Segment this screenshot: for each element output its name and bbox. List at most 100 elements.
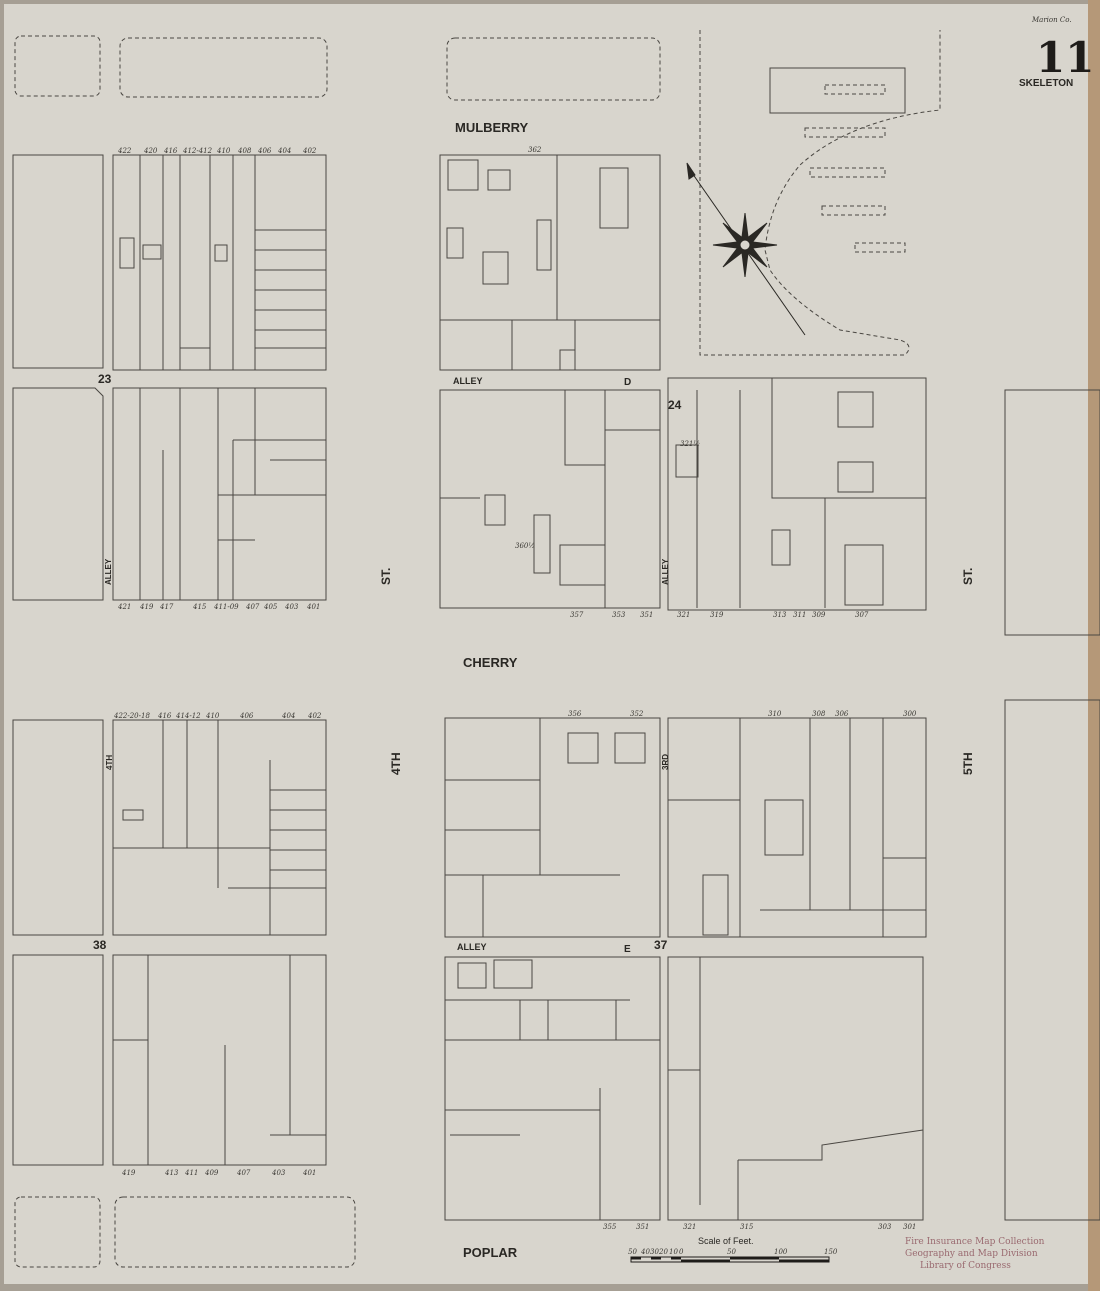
sheet-number: 11 [1036, 33, 1094, 82]
county-note: Marion Co. [1031, 16, 1072, 24]
svg-text:321: 321 [677, 611, 690, 619]
sheet-title: SKELETON [1019, 78, 1073, 89]
svg-text:357: 357 [570, 611, 584, 619]
svg-text:414-12: 414-12 [175, 712, 201, 720]
svg-text:406: 406 [257, 147, 272, 155]
svg-text:311: 311 [793, 611, 806, 619]
svg-text:413: 413 [164, 1169, 179, 1177]
alley-letter-d: D [624, 377, 631, 388]
svg-text:407: 407 [245, 603, 260, 611]
block-far-right-south [1004, 699, 1100, 1221]
street-mulberry: MULBERRY [455, 120, 529, 135]
block-24-right [667, 377, 927, 611]
block-23 [12, 387, 327, 601]
alley-label: ALLEY [457, 942, 487, 952]
block-cherry-right [667, 717, 927, 938]
svg-text:410: 410 [216, 147, 231, 155]
street-5th: 5TH [961, 752, 975, 775]
block-37-left [444, 956, 661, 1221]
street-5th-st: ST. [961, 568, 975, 585]
svg-text:422: 422 [117, 147, 132, 155]
ruler-edge [1088, 0, 1100, 1291]
svg-text:415: 415 [192, 603, 207, 611]
partial-block [446, 37, 661, 101]
block-38 [12, 954, 327, 1166]
svg-text:402: 402 [302, 147, 317, 155]
svg-text:405: 405 [263, 603, 278, 611]
svg-text:422-20-18: 422-20-18 [113, 712, 150, 720]
svg-text:100: 100 [774, 1248, 788, 1256]
partial-block [119, 37, 328, 98]
library-stamp: Fire Insurance Map Collection Geography … [905, 1237, 1045, 1271]
svg-text:30: 30 [650, 1248, 659, 1256]
svg-text:309: 309 [812, 611, 826, 619]
svg-text:150: 150 [824, 1248, 838, 1256]
svg-text:307: 307 [855, 611, 869, 619]
svg-text:419: 419 [139, 603, 154, 611]
svg-text:353: 353 [612, 611, 626, 619]
svg-text:417: 417 [159, 603, 174, 611]
park-area [699, 30, 941, 356]
svg-text:409: 409 [204, 1169, 219, 1177]
svg-text:Library of Congress: Library of Congress [920, 1261, 1011, 1271]
svg-text:408: 408 [237, 147, 252, 155]
compass-rose-icon [686, 162, 806, 336]
svg-text:412-412: 412-412 [182, 147, 213, 155]
svg-text:315: 315 [740, 1223, 754, 1231]
svg-text:Fire Insurance Map Collection: Fire Insurance Map Collection [905, 1237, 1045, 1247]
alley-label: ALLEY [661, 558, 670, 585]
svg-text:403: 403 [271, 1169, 286, 1177]
svg-text:406: 406 [239, 712, 254, 720]
street-poplar: POPLAR [463, 1245, 518, 1260]
svg-text:421: 421 [117, 603, 131, 611]
partial-block [114, 1196, 356, 1268]
svg-text:Geography and Map Division: Geography and Map Division [905, 1249, 1038, 1259]
svg-text:308: 308 [812, 710, 826, 718]
svg-text:351: 351 [640, 611, 653, 619]
street-cherry: CHERRY [463, 655, 518, 670]
partial-block [14, 1196, 101, 1268]
alley-letter-e: E [624, 944, 631, 955]
svg-text:313: 313 [773, 611, 787, 619]
svg-text:306: 306 [835, 710, 849, 718]
svg-text:411: 411 [184, 1169, 198, 1177]
block-number-38: 38 [93, 938, 107, 952]
svg-text:404: 404 [277, 147, 291, 155]
svg-text:50: 50 [727, 1248, 736, 1256]
addresses-mulberry-top: 422 420 416 412-412 410 408 406 404 402 362 [117, 146, 542, 155]
svg-text:403: 403 [284, 603, 299, 611]
svg-text:40: 40 [640, 1248, 650, 1256]
svg-text:420: 420 [143, 147, 158, 155]
svg-text:362: 362 [528, 146, 542, 154]
park-strips [769, 67, 906, 253]
block-number-24: 24 [668, 398, 682, 412]
svg-text:303: 303 [878, 1223, 892, 1231]
alley-label: ALLEY [104, 558, 113, 585]
partial-block [14, 35, 101, 97]
block-37-right [667, 956, 924, 1221]
svg-text:Scale of Feet.: Scale of Feet. [698, 1236, 754, 1246]
svg-text:404: 404 [281, 712, 295, 720]
block-cherry-left [12, 719, 327, 936]
svg-text:310: 310 [768, 710, 782, 718]
svg-text:402: 402 [307, 712, 322, 720]
map-paper [4, 4, 1088, 1284]
block-far-right [1004, 389, 1100, 636]
svg-text:321: 321 [683, 1223, 696, 1231]
svg-text:416: 416 [157, 712, 172, 720]
svg-text:407: 407 [236, 1169, 251, 1177]
svg-text:360½: 360½ [515, 542, 535, 550]
block-mulberry-left [12, 154, 327, 371]
svg-text:319: 319 [710, 611, 724, 619]
street-4th: 4TH [389, 752, 403, 775]
svg-text:352: 352 [630, 710, 644, 718]
block-number-37: 37 [654, 938, 668, 952]
svg-text:416: 416 [163, 147, 178, 155]
svg-text:410: 410 [205, 712, 220, 720]
svg-text:419: 419 [121, 1169, 136, 1177]
svg-text:300: 300 [903, 710, 917, 718]
